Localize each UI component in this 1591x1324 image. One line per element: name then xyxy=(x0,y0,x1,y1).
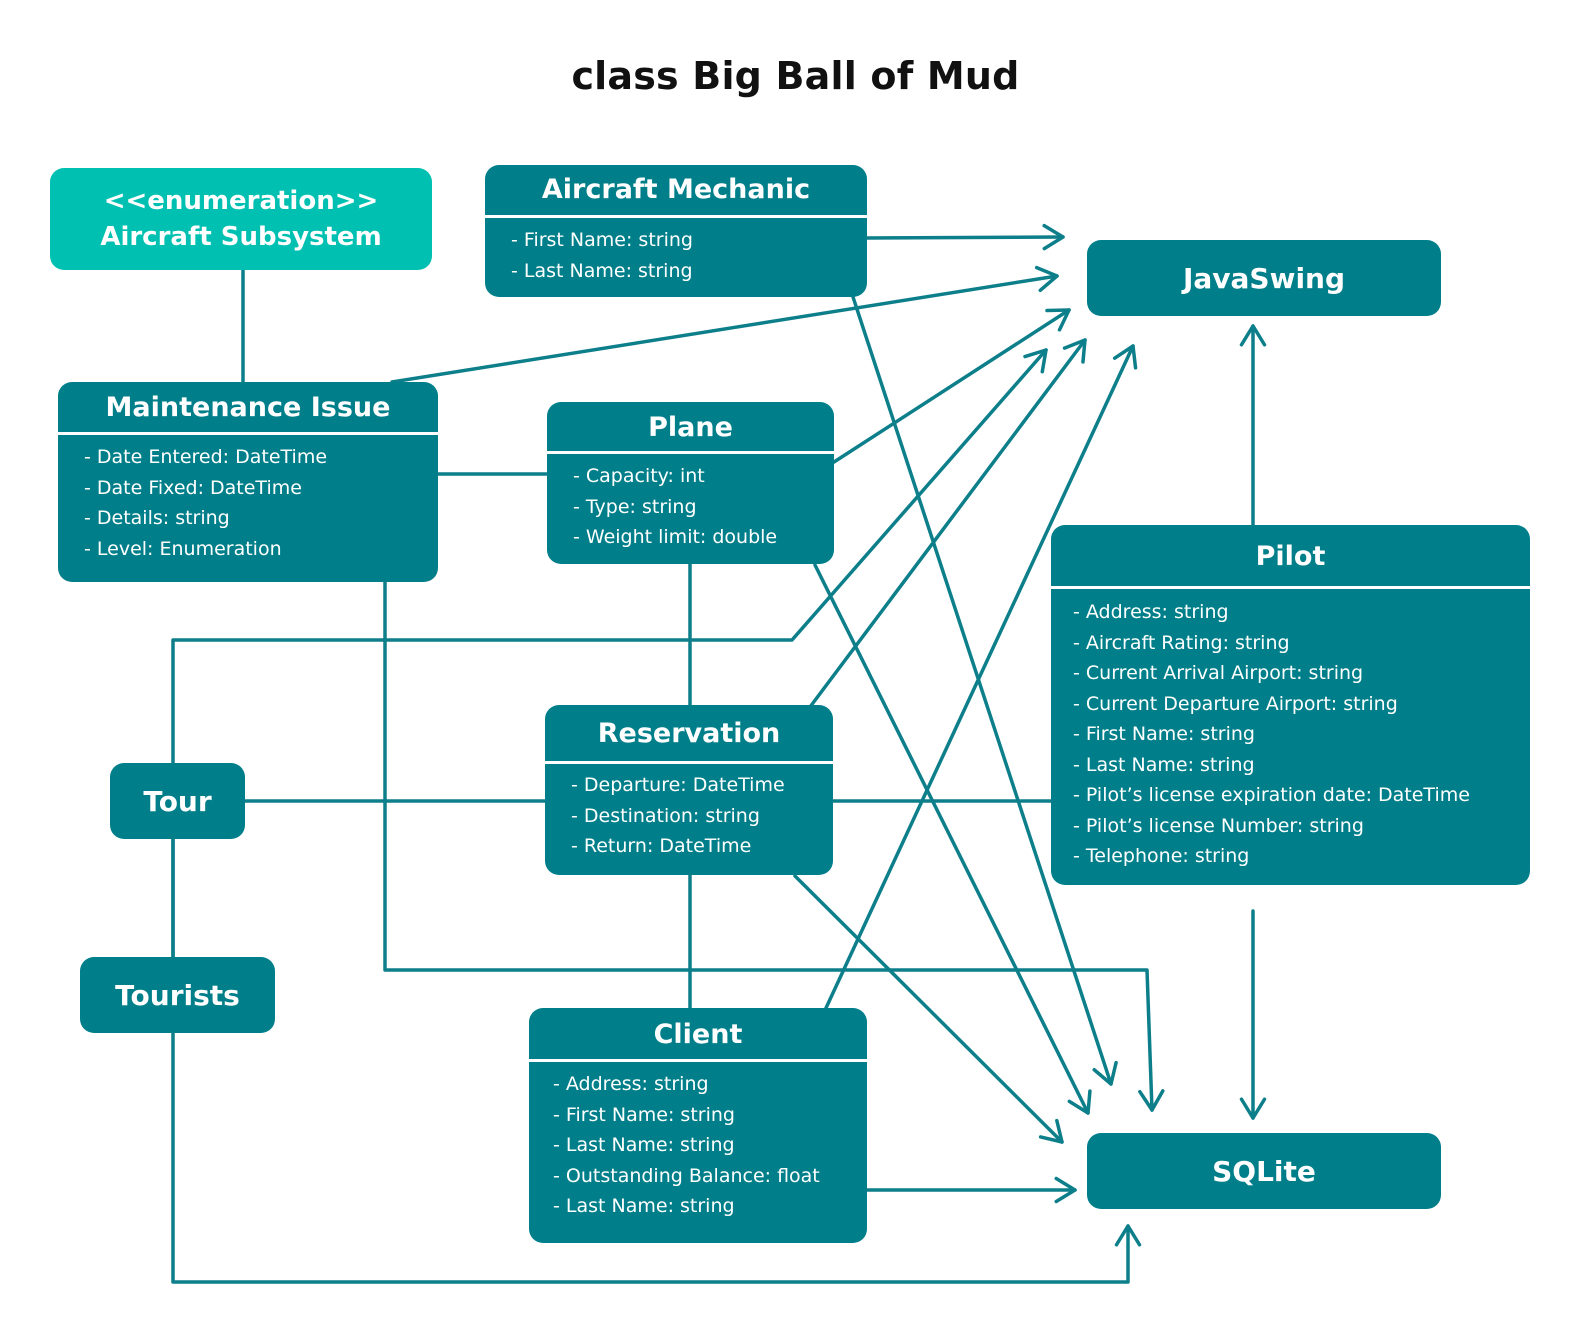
class-name: Reservation xyxy=(545,705,833,764)
edge-tourists-sqlite xyxy=(171,1031,1130,1284)
edge-mechanic-sqlite xyxy=(851,295,1113,1086)
attribute: - Aircraft Rating: string xyxy=(1073,631,1290,654)
attribute: - Current Departure Airport: string xyxy=(1073,692,1398,715)
attribute: - Return: DateTime xyxy=(571,835,752,857)
edge-maintenance-javaswing xyxy=(390,274,1059,384)
attribute: - Details: string xyxy=(84,507,230,529)
arrowhead xyxy=(1054,1176,1077,1204)
edge-client-javaswing xyxy=(824,344,1135,1010)
attribute: - Address: string xyxy=(553,1073,709,1095)
edge-plane-sqlite xyxy=(813,563,1090,1115)
attribute: - Pilot’s license Number: string xyxy=(1073,814,1364,837)
arrowhead xyxy=(1138,1089,1165,1112)
attribute: - Date Fixed: DateTime xyxy=(84,476,302,499)
class-name: Client xyxy=(529,1008,867,1062)
class-pilot[interactable]: Pilot - Address: string - Aircraft Ratin… xyxy=(1051,525,1530,885)
node-javaswing[interactable]: JavaSwing xyxy=(1087,240,1441,316)
attribute: - Outstanding Balance: float xyxy=(553,1164,820,1187)
attribute: - Last Name: string xyxy=(1073,753,1255,776)
arrowhead xyxy=(1112,344,1138,370)
node-tour[interactable]: Tour xyxy=(110,763,245,839)
arrowhead xyxy=(1239,324,1267,347)
class-name: Plane xyxy=(547,402,834,454)
attribute: - Date Entered: DateTime xyxy=(84,446,328,468)
attribute: - First Name: string xyxy=(1073,723,1255,745)
arrowhead xyxy=(1092,1060,1118,1086)
attribute: - Telephone: string xyxy=(1073,845,1250,867)
attribute: - First Name: string xyxy=(553,1103,735,1126)
class-plane[interactable]: Plane - Capacity: int - Type: string - W… xyxy=(547,402,834,564)
class-aircraft-mechanic[interactable]: Aircraft Mechanic - First Name: string -… xyxy=(485,165,867,297)
attribute: - Destination: string xyxy=(571,804,760,827)
arrowhead xyxy=(1045,308,1071,332)
attribute: - Last Name: string xyxy=(511,259,693,282)
arrowhead xyxy=(1067,1089,1092,1115)
attribute: - Departure: DateTime xyxy=(571,774,785,796)
attribute: - Current Arrival Airport: string xyxy=(1073,662,1364,684)
attribute: - Level: Enumeration xyxy=(84,537,282,560)
arrowhead xyxy=(1062,338,1087,364)
edge-plane-javaswing xyxy=(832,308,1071,464)
attribute: - Weight limit: double xyxy=(573,526,778,548)
attribute: - Last Name: string xyxy=(553,1134,735,1156)
arrowhead xyxy=(1034,265,1059,293)
attribute: - Pilot’s license expiration date: DateT… xyxy=(1073,784,1470,806)
node-sqlite[interactable]: SQLite xyxy=(1087,1133,1441,1209)
attribute: - Last Name: string xyxy=(553,1195,735,1217)
diagram-title: class Big Ball of Mud xyxy=(571,54,1020,98)
class-name: Aircraft Mechanic xyxy=(485,165,867,218)
edge-reservation-javaswing xyxy=(808,338,1087,709)
arrowhead xyxy=(1023,348,1048,374)
class-reservation[interactable]: Reservation - Departure: DateTime - Dest… xyxy=(545,705,833,875)
class-name: Pilot xyxy=(1051,525,1530,589)
edge-mechanic-javaswing xyxy=(865,235,1065,240)
arrowhead xyxy=(1038,1118,1064,1144)
class-name: Maintenance Issue xyxy=(58,382,438,435)
edge-maintenance-sqlite xyxy=(383,580,1154,1112)
attribute: - Address: string xyxy=(1073,601,1229,623)
arrowhead xyxy=(1239,1097,1267,1120)
enumeration-stereotype: <<enumeration>> xyxy=(103,186,379,216)
attribute: - Capacity: int xyxy=(573,465,705,487)
arrowhead xyxy=(1042,223,1065,251)
enumeration-aircraft-subsystem[interactable]: <<enumeration>> Aircraft Subsystem xyxy=(50,168,432,270)
arrowhead xyxy=(1114,1224,1142,1247)
node-tourists[interactable]: Tourists xyxy=(80,957,275,1033)
edge-reservation-sqlite xyxy=(793,874,1064,1144)
attribute: - First Name: string xyxy=(511,229,693,251)
attribute: - Type: string xyxy=(573,495,697,518)
enumeration-name: Aircraft Subsystem xyxy=(100,222,382,252)
class-client[interactable]: Client - Address: string - First Name: s… xyxy=(529,1008,867,1243)
class-maintenance-issue[interactable]: Maintenance Issue - Date Entered: DateTi… xyxy=(58,382,438,582)
